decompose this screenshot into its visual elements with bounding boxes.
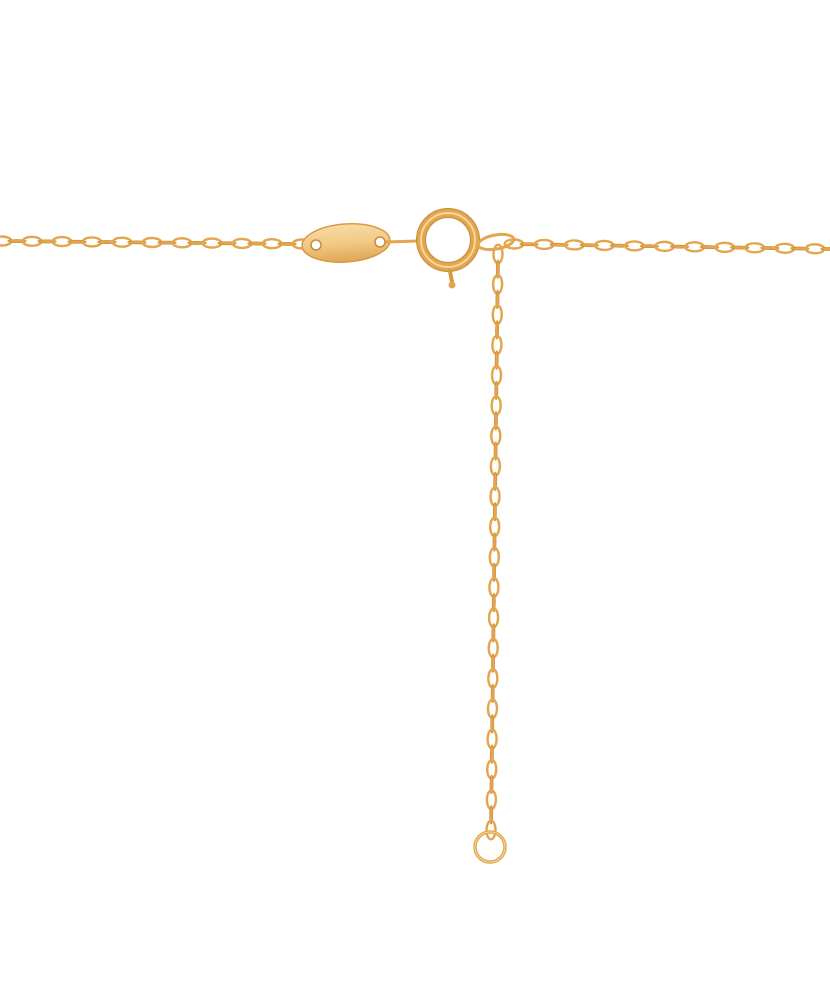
chain-link bbox=[491, 623, 496, 643]
chain-link bbox=[493, 441, 498, 461]
spring-ring-clasp bbox=[416, 208, 480, 289]
clasp-jump-ring bbox=[476, 232, 516, 252]
chain-link bbox=[493, 471, 498, 491]
extender-end-ring bbox=[473, 830, 507, 864]
right-chain bbox=[503, 238, 830, 255]
chain-link bbox=[492, 532, 497, 552]
chain-link bbox=[490, 683, 495, 704]
tag-jump-ring bbox=[385, 239, 419, 244]
chain-link bbox=[491, 653, 495, 673]
chain-link bbox=[494, 350, 499, 370]
chain-link bbox=[492, 502, 497, 522]
left-chain bbox=[0, 235, 313, 250]
extender-chain bbox=[485, 243, 504, 841]
chain-link bbox=[485, 819, 497, 841]
chain-link bbox=[495, 289, 500, 310]
chain-link bbox=[492, 562, 497, 582]
chain-link bbox=[495, 259, 500, 279]
name-tag bbox=[301, 223, 391, 263]
chain-link bbox=[490, 714, 495, 734]
chain-link bbox=[491, 593, 496, 613]
chain-link bbox=[820, 247, 830, 251]
chain-link bbox=[489, 774, 494, 795]
chain-link bbox=[494, 411, 498, 431]
chain-link bbox=[489, 805, 494, 825]
chain-link bbox=[490, 744, 494, 764]
chain-link bbox=[494, 380, 499, 401]
chain-link bbox=[495, 320, 499, 340]
